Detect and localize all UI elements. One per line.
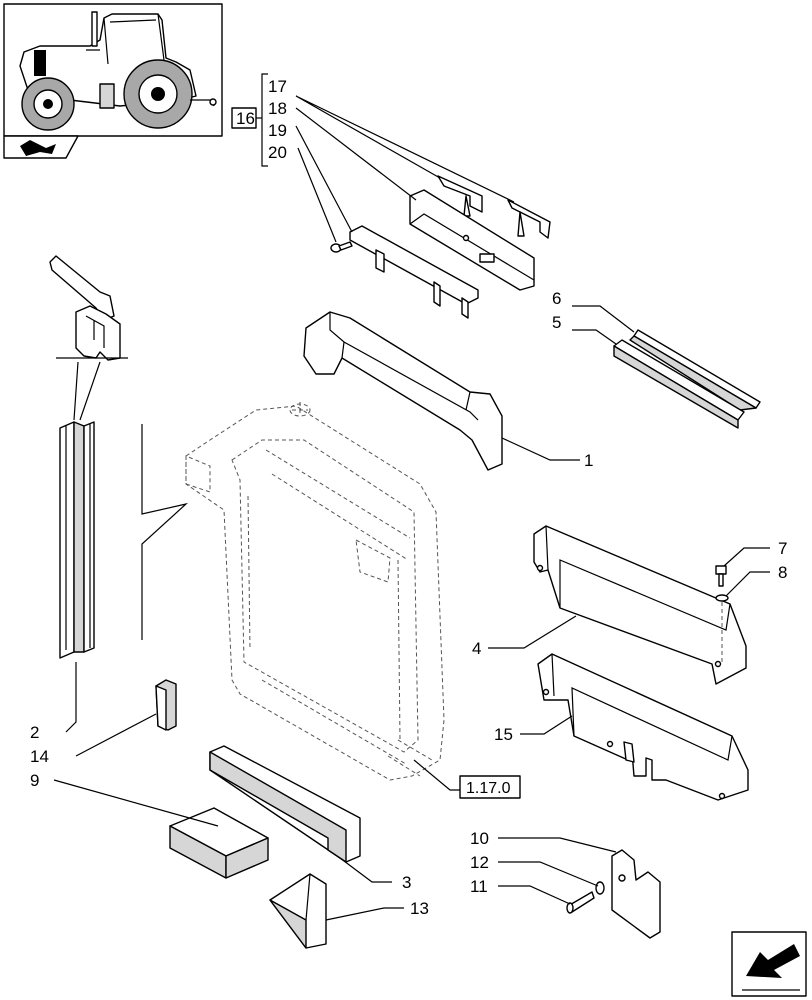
part-10-bracket — [611, 849, 661, 939]
part-2-rubber-seal — [49, 255, 121, 659]
callout-12: 12 — [470, 853, 489, 872]
part-11-bolt — [566, 891, 595, 914]
callout-7: 7 — [778, 539, 787, 558]
part-5-strip — [613, 339, 745, 429]
callout-19: 19 — [268, 121, 287, 140]
part-8-washer — [715, 594, 729, 602]
part-3-foam-strip — [209, 745, 361, 863]
section-arrow-icon — [3, 135, 79, 159]
callout-2: 2 — [30, 723, 39, 742]
callout-10: 10 — [470, 829, 489, 848]
part-6-strip — [629, 329, 761, 411]
bracket-16 — [231, 73, 268, 167]
part-20-screw — [330, 241, 353, 253]
callout-8: 8 — [778, 563, 787, 582]
tractor-thumbnail-icon — [3, 3, 223, 137]
callout-14: 14 — [30, 747, 49, 766]
callout-16: 16 — [236, 109, 255, 128]
callout-18: 18 — [268, 99, 287, 118]
part-14-sleeve — [155, 679, 177, 731]
callout-11: 11 — [470, 877, 488, 896]
part-4-baffle — [533, 525, 747, 685]
callout-13: 13 — [410, 899, 429, 918]
reference-box[interactable]: 1.17.0 — [459, 775, 521, 799]
part-1-top-seal — [303, 311, 503, 471]
part-15-baffle — [537, 653, 749, 801]
callout-6: 6 — [552, 289, 561, 308]
callout-9: 9 — [30, 771, 39, 790]
part-9-foam-block — [169, 807, 269, 879]
part-7-bolt — [715, 565, 727, 587]
callout-5: 5 — [552, 313, 561, 332]
callout-3: 3 — [402, 873, 411, 892]
part-18-plate — [409, 189, 535, 291]
part-13-wedge — [269, 873, 327, 949]
radiator-assembly — [185, 402, 445, 781]
part-12-washer — [595, 881, 605, 895]
callout-labels: 17 18 19 20 16 6 5 1 7 8 4 15 2 14 9 3 1… — [30, 77, 787, 918]
callout-15: 15 — [494, 725, 513, 744]
callout-20: 20 — [268, 143, 287, 162]
callout-17: 17 — [268, 77, 287, 96]
next-page-arrow-icon[interactable] — [731, 931, 807, 997]
callout-4: 4 — [472, 639, 481, 658]
reference-box-label: 1.17.0 — [466, 780, 511, 797]
part-19-bar — [349, 225, 479, 319]
callout-1: 1 — [584, 451, 593, 470]
